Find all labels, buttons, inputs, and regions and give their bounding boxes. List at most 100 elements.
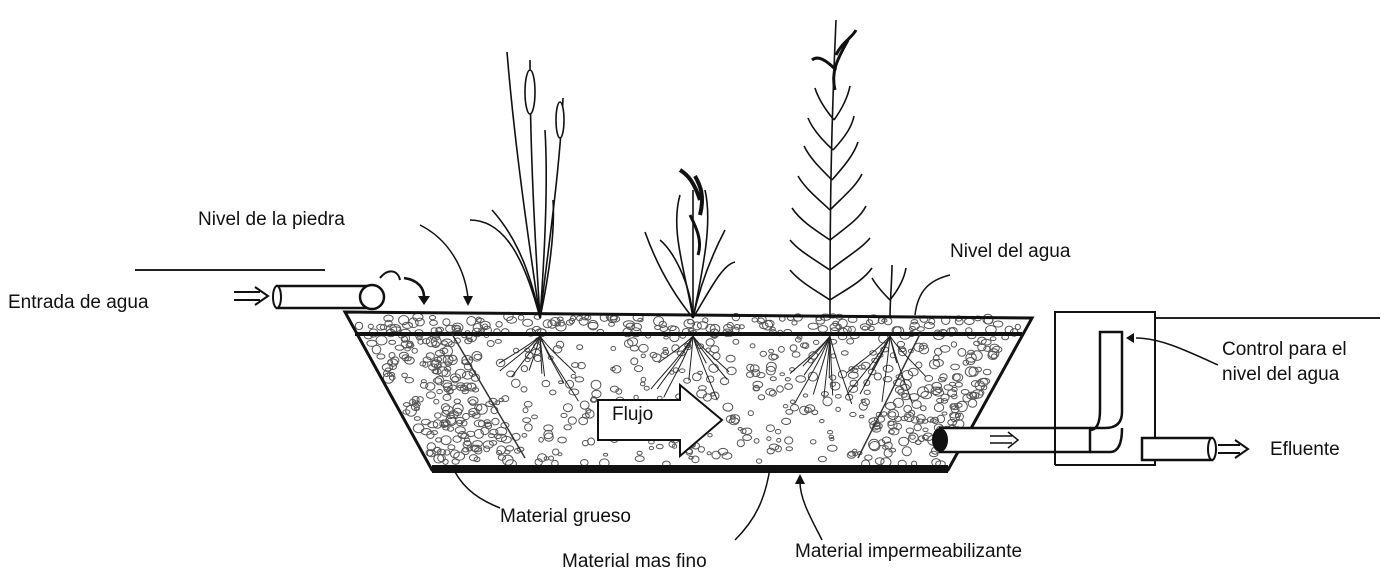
outlet-pipe [932, 332, 1122, 452]
effluent-label: Efluente [1270, 438, 1340, 463]
coarse-gravel-stone [455, 427, 465, 434]
fine-gravel-stone [487, 341, 494, 347]
fine-gravel-stone [828, 445, 838, 451]
fine-gravel-stone [758, 395, 764, 400]
fine-gravel-stone [709, 364, 718, 372]
fine-gravel-stone [850, 412, 856, 416]
coarse-gravel-stone [443, 319, 450, 326]
fine-gravel-stone [522, 434, 527, 438]
fine-gravel-stone [581, 460, 589, 466]
fine-gravel-stone [713, 353, 720, 360]
coarse-gravel-stone [413, 313, 423, 321]
fine-gravel-stone [790, 345, 797, 352]
coarse-gravel-stone [458, 432, 466, 439]
fine-gravel-stone [778, 347, 784, 353]
fine-gravel-stone [524, 401, 532, 407]
fine-gravel-stone [796, 376, 806, 383]
coarse-gravel-stone [610, 316, 619, 322]
coarse-gravel-stone [405, 378, 413, 383]
label-leaders [420, 225, 1218, 540]
coarse-gravel-stone [434, 399, 439, 404]
water-inlet-label: Entrada de agua [8, 291, 149, 316]
reed-plant-icon [790, 20, 872, 318]
fine-gravel-stone [631, 358, 638, 365]
coarse-gravel-stone [910, 322, 919, 329]
coarse-gravel-stone [889, 412, 896, 417]
coarse-gravel-stone [623, 321, 634, 328]
fine-gravel-stone [591, 380, 601, 389]
fine-gravel-stone [641, 377, 646, 381]
fine-gravel-stone [777, 386, 784, 392]
fine-gravel-stone [611, 347, 616, 351]
coarse-gravel-stone [414, 417, 420, 421]
fine-gravel-stone [883, 365, 893, 372]
coarse-gravel-stone [899, 437, 909, 446]
fine-gravel-stone [635, 366, 643, 372]
wetland-plants [470, 20, 926, 404]
coarse-gravel-stone [910, 435, 915, 439]
fine-gravel-stone [712, 451, 720, 459]
fine-gravel-stone [766, 389, 775, 396]
coarse-gravel-stone [965, 318, 975, 324]
fine-gravel-stone [640, 382, 645, 386]
coarse-gravel-stone [556, 322, 566, 331]
fine-gravel-stone [723, 403, 733, 411]
stone-level-label: Nivel de la piedra [198, 208, 345, 233]
fine-gravel-stone [707, 452, 711, 455]
finer-material-label: Material mas fino [562, 550, 707, 575]
fine-gravel-stone [785, 384, 793, 390]
coarse-gravel-stone [688, 319, 694, 324]
fine-gravel-stone [559, 381, 563, 384]
fine-gravel-stone [664, 336, 669, 339]
coarse-gravel-stone [908, 368, 918, 376]
coarse-gravel-stone [929, 319, 935, 325]
coarse-gravel-stone [972, 351, 983, 361]
fine-gravel-stone [532, 415, 538, 419]
coarse-gravel-stone [416, 318, 425, 326]
fine-gravel-stone [750, 344, 755, 348]
fine-gravel-stone [814, 340, 819, 344]
fine-gravel-stone [639, 344, 648, 352]
fine-gravel-stone [791, 400, 795, 404]
fine-gravel-stone [656, 444, 663, 448]
fine-gravel-stone [649, 447, 653, 450]
fine-gravel-stone [864, 390, 870, 394]
fine-gravel-stone [542, 380, 550, 386]
fine-gravel-stone [770, 377, 776, 381]
fine-gravel-stone [829, 435, 834, 438]
coarse-gravel-stone [632, 323, 642, 330]
fine-gravel-stone [684, 378, 691, 383]
coarse-gravel-stone [961, 390, 969, 395]
fine-gravel-stone [612, 366, 621, 373]
coarse-gravel-stone [934, 403, 943, 411]
coarse-gravel-stone [849, 326, 856, 332]
waterproofing-leader [800, 482, 822, 540]
fine-gravel-stone [521, 387, 527, 392]
coarse-gravel-stone [968, 399, 977, 407]
coarse-gravel-stone [498, 455, 505, 460]
fine-gravel-stone [550, 390, 556, 395]
fine-gravel-stone [760, 351, 766, 356]
fine-gravel-stone [534, 355, 541, 361]
coarse-gravel-stone [808, 323, 818, 329]
fine-gravel-stone [756, 459, 761, 463]
coarse-gravel-stone [911, 320, 918, 324]
fine-gravel-stone [611, 367, 616, 370]
fine-gravel-stone [637, 451, 642, 455]
coarse-material-label: Material grueso [500, 505, 631, 530]
coarse-gravel-stone [395, 345, 404, 350]
fine-gravel-stone [733, 339, 739, 344]
fine-gravel-stone [564, 425, 571, 430]
coarse-gravel-stone [579, 318, 588, 325]
coarse-gravel-stone [923, 428, 928, 432]
fine-gravel-stone [796, 337, 802, 342]
coarse-gravel-stone [955, 382, 962, 387]
fine-gravel-stone [561, 413, 567, 417]
coarse-gravel-stone [921, 391, 932, 398]
inlet-pipe [273, 271, 430, 309]
coarse-gravel-stone [752, 318, 757, 322]
coarse-gravel-stone [951, 342, 956, 347]
fine-gravel-stone [803, 394, 807, 397]
coarse-gravel-stone [865, 455, 872, 460]
